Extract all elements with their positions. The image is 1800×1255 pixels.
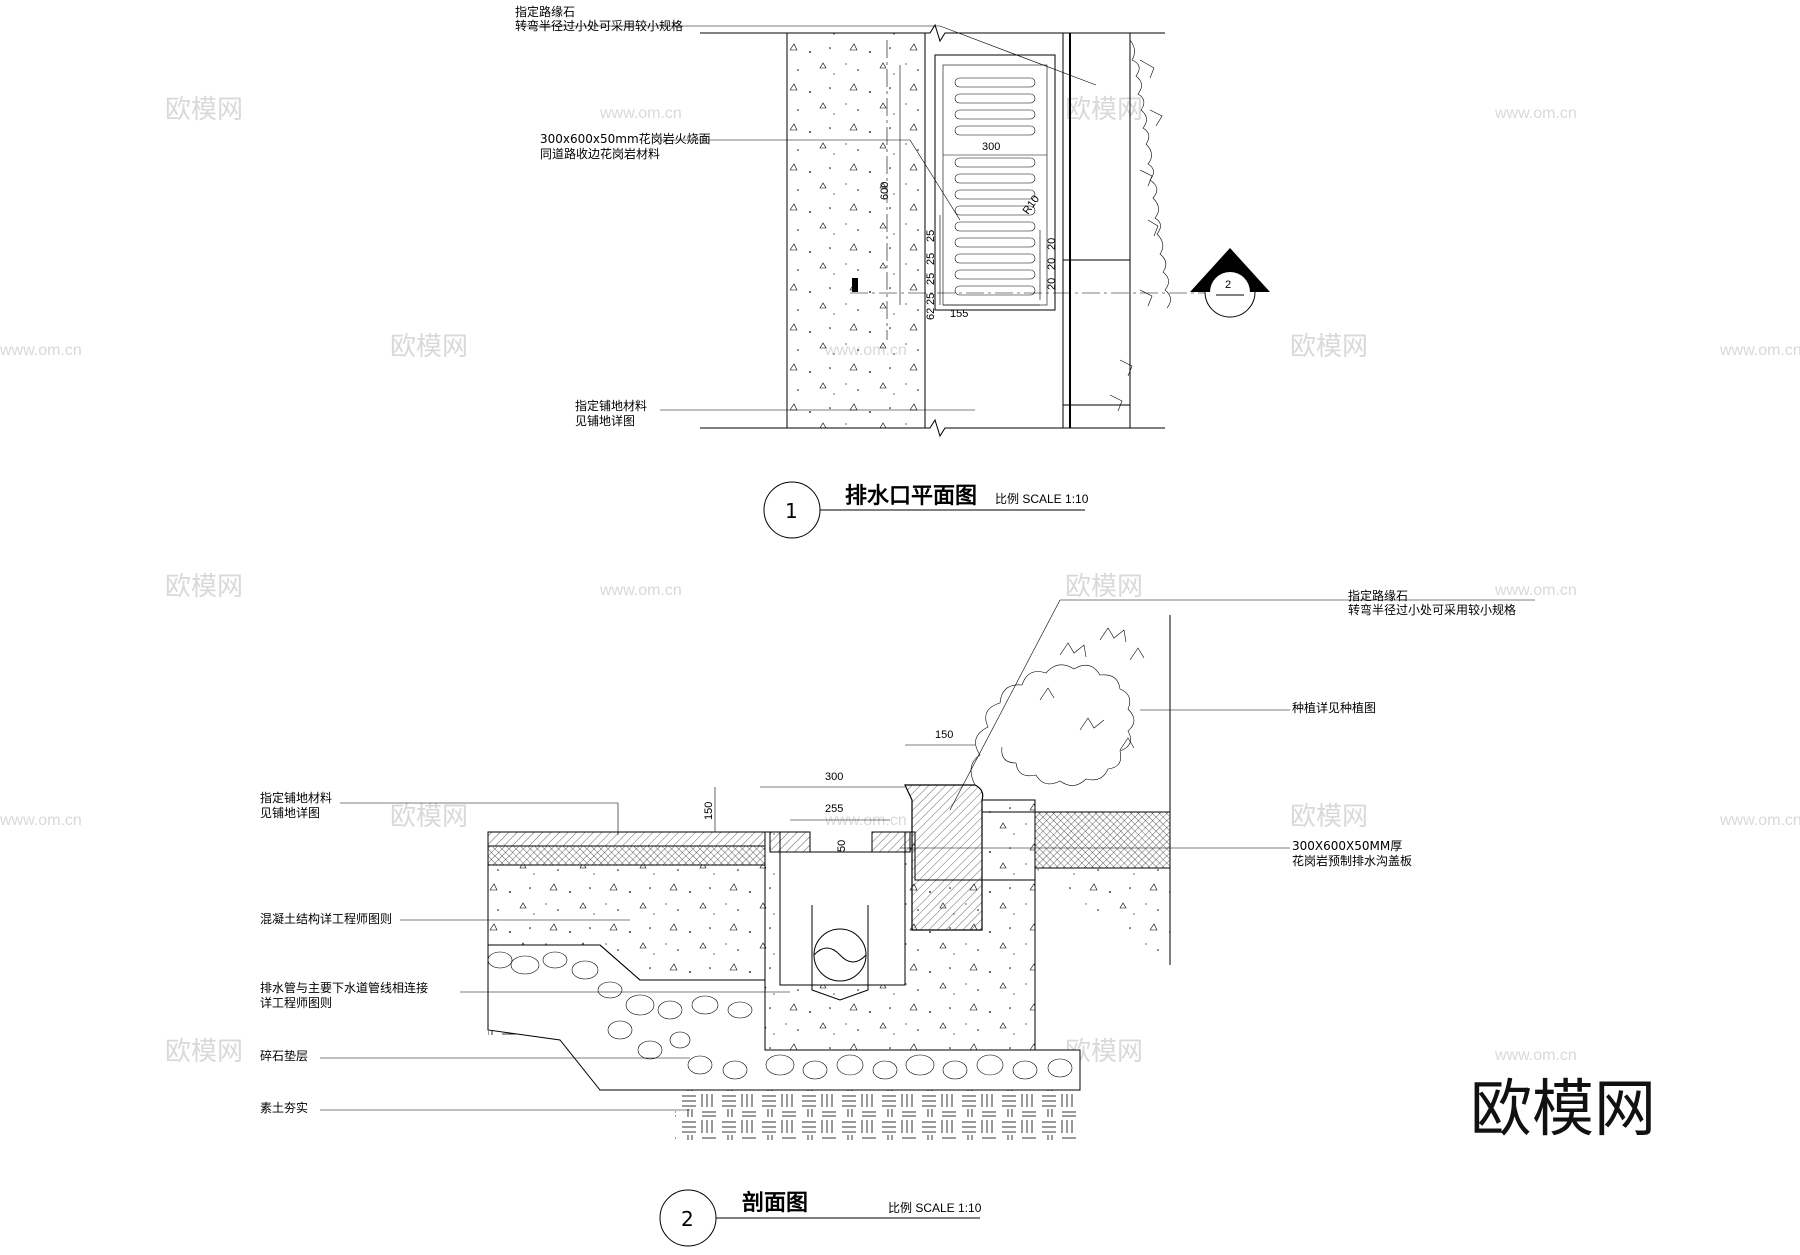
watermark-text: 欧模网 [1290, 802, 1368, 832]
plan-title: 排水口平面图 [845, 484, 977, 509]
sec-dim-300: 300 [825, 771, 843, 783]
sec-label-curb-1: 指定路缘石 [1348, 588, 1408, 603]
break-line-top [700, 23, 1165, 43]
sec-dim-255: 255 [825, 803, 843, 815]
dim-25d: 25 [925, 293, 937, 305]
sec-label-pipe-2: 详工程师图则 [260, 995, 332, 1010]
dim-62: 62 [925, 308, 937, 320]
grate-slots [954, 77, 1036, 296]
drain-marker [852, 278, 858, 292]
break-line-bottom [700, 418, 1165, 438]
plan-view: 300 600 R10 25 25 25 25 62 20 20 20 155 … [515, 4, 1270, 539]
sec-label-pipe-1: 排水管与主要下水道管线相连接 [260, 980, 428, 995]
cover-plate-right [871, 831, 911, 853]
dim-25c: 25 [925, 273, 937, 285]
sec-dim-150b: 150 [935, 729, 953, 741]
brand-logo: 欧模网 [1470, 1072, 1656, 1145]
sec-label-paving-1: 指定铺地材料 [260, 790, 332, 805]
watermark-text: 欧模网 [390, 802, 468, 832]
dim-20b: 20 [1046, 258, 1058, 270]
section-marker-label: 2 [1225, 279, 1231, 291]
watermark-url: www.om.cn [599, 582, 682, 599]
sec-label-planting: 种植详见种植图 [1292, 700, 1376, 715]
section-scale: 比例 SCALE 1:10 [888, 1201, 982, 1215]
watermark-url: www.om.cn [1494, 105, 1577, 122]
watermark-text: 欧模网 [165, 95, 243, 125]
watermark-url: www.om.cn [1494, 1047, 1577, 1064]
plan-label-granite-2: 同道路收边花岗岩材料 [540, 146, 660, 161]
watermark-url: www.om.cn [0, 812, 82, 829]
dim-20c: 20 [1046, 278, 1058, 290]
drain-grate-frame [942, 64, 1048, 306]
watermark-url: www.om.cn [599, 105, 682, 122]
dim-155: 155 [950, 308, 968, 320]
watermark-text: 欧模网 [165, 1037, 243, 1067]
section-title: 剖面图 [742, 1190, 808, 1216]
sec-dim-150a: 150 [703, 802, 715, 820]
watermark-url: www.om.cn [1719, 812, 1800, 829]
plan-title-number: 1 [785, 499, 798, 523]
sec-label-curb-2: 转弯半径过小处可采用较小规格 [1348, 602, 1516, 617]
plan-label-granite-1: 300x600x50mm花岗岩火烧面 [540, 131, 711, 146]
paving-layer [487, 831, 766, 847]
sec-label-paving-2: 见铺地详图 [260, 805, 320, 820]
dim-25b: 25 [925, 253, 937, 265]
watermark-text: 欧模网 [1065, 572, 1143, 602]
section-marker-2: 2 [1190, 248, 1270, 318]
dim-600: 600 [879, 182, 891, 200]
drain-cover-outline [934, 54, 1056, 311]
watermark-url: www.om.cn [1494, 582, 1577, 599]
plan-label-curb-1: 指定路缘石 [515, 4, 575, 19]
watermark-url: www.om.cn [824, 812, 907, 829]
watermark-text: 欧模网 [165, 572, 243, 602]
bedding-layer [487, 845, 766, 866]
sec-label-cover-1: 300X600X50MM厚 [1292, 839, 1402, 853]
cover-plate-left [769, 831, 811, 853]
dim-300: 300 [982, 141, 1000, 153]
watermark-text: 欧模网 [1065, 95, 1143, 125]
drain-pipe-body [811, 905, 869, 1001]
sec-dim-50: 50 [836, 840, 848, 852]
dim-r10: R10 [1021, 193, 1042, 216]
sec-label-soil: 素土夯实 [260, 1100, 308, 1115]
plan-scale: 比例 SCALE 1:10 [995, 492, 1089, 506]
curb-stone [904, 784, 984, 931]
watermark-text: 欧模网 [390, 332, 468, 362]
watermark-text: 欧模网 [1290, 332, 1368, 362]
plan-label-curb-2: 转弯半径过小处可采用较小规格 [515, 18, 683, 33]
section-title-number: 2 [681, 1207, 694, 1231]
section-view: 300 150 255 150 50 指定路缘石 转弯半径过小处可采用较小规格 … [260, 588, 1535, 1247]
sec-label-gravel: 碎石垫层 [260, 1048, 308, 1063]
watermark-url: www.om.cn [0, 342, 82, 359]
sec-label-concrete: 混凝土结构详工程师图则 [260, 911, 392, 926]
plan-label-paving-2: 见铺地详图 [575, 413, 635, 428]
shrub-outline [970, 664, 1135, 786]
dim-20a: 20 [1046, 238, 1058, 250]
plan-label-paving-1: 指定铺地材料 [575, 398, 647, 413]
planting-edge [1129, 39, 1171, 309]
watermark-url: www.om.cn [1719, 342, 1800, 359]
watermarks: 欧模网 www.om.cn 欧模网 www.om.cn www.om.cn 欧模… [0, 95, 1800, 1067]
dim-25a: 25 [925, 230, 937, 242]
sec-label-cover-2: 花岗岩预制排水沟盖板 [1292, 853, 1412, 868]
paving-band [786, 32, 926, 429]
